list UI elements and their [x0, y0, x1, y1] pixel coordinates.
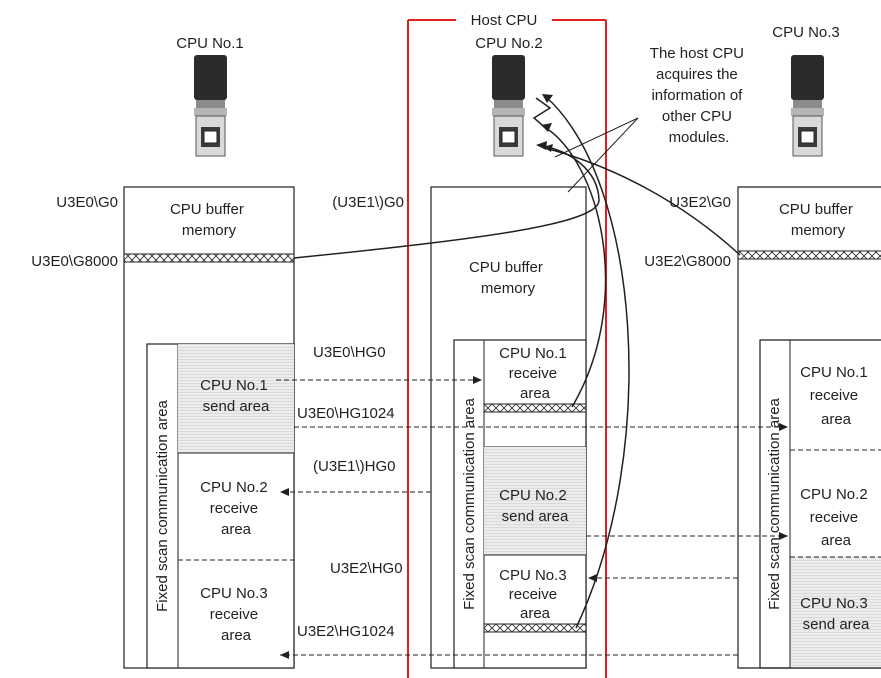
cpu1-title: CPU No.1: [176, 35, 244, 52]
acquisition-arrowheads: [536, 94, 553, 152]
addr-u3e2-hg1024: U3E2\HG1024: [297, 623, 395, 640]
cpu1-vertical-label: Fixed scan communication area: [154, 399, 171, 611]
addr-u3e0-hg1024: U3E0\HG1024: [297, 405, 395, 422]
cpu3-title: CPU No.3: [772, 24, 840, 41]
cpu2-vertical-label: Fixed scan communication area: [461, 397, 478, 609]
addr-u3e0-g8000: U3E0\G8000: [31, 253, 118, 270]
addr-u3e0-g0: U3E0\G0: [56, 194, 118, 211]
cpu-module-icon-3: [791, 55, 824, 156]
addr-u3e2-hg0: U3E2\HG0: [330, 560, 403, 577]
cpu-module-icon-1: [194, 55, 227, 156]
cpu3-g8000-block: [738, 251, 881, 259]
callout-text: The host CPU acquires the information of…: [650, 45, 748, 146]
addr-u3e2-g0: U3E2\G0: [669, 194, 731, 211]
addr-u3e0-hg0: U3E0\HG0: [313, 344, 386, 361]
host-cpu-label: Host CPU: [471, 12, 538, 29]
addr-u3e2-g8000: U3E2\G8000: [644, 253, 731, 270]
cpu-module-icon-2: [492, 55, 525, 156]
cpu3-vertical-label: Fixed scan communication area: [766, 397, 783, 609]
cpu2-recv1-hg1024-block: [484, 404, 586, 412]
addr-u3e1-hg0: (U3E1\)HG0: [313, 458, 396, 475]
addr-u3e1-g0: (U3E1\)G0: [332, 194, 404, 211]
cpu1-g8000-block: [124, 254, 294, 262]
cpu2-title: CPU No.2: [475, 35, 543, 52]
cpu1-buffer-memory: CPU buffer memory Fixed scan communicati…: [124, 187, 294, 668]
cpu2-recv3-hg1024-block: [484, 624, 586, 632]
host-cpu-callout: The host CPU acquires the information of…: [555, 45, 748, 192]
cpu3-send-area: [790, 557, 881, 668]
